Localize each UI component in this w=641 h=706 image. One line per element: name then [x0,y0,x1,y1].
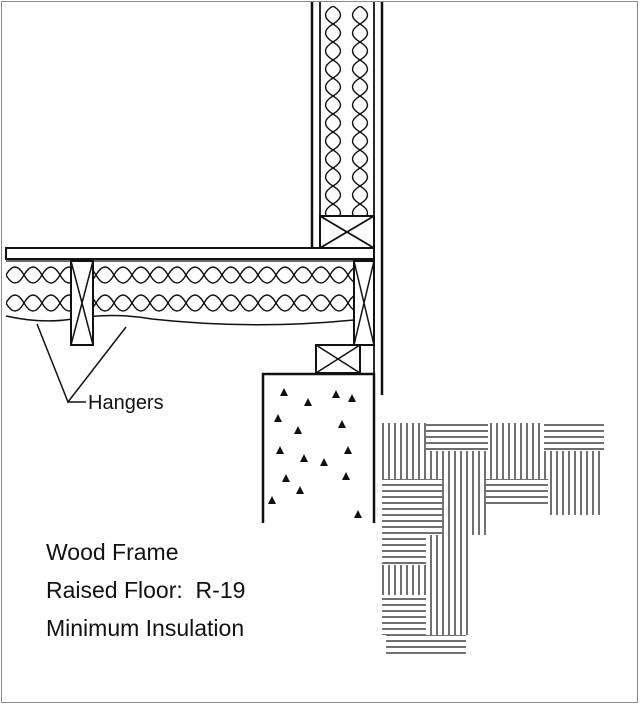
caption-wood-frame: Wood Frame [46,539,179,565]
floor-insulation [6,262,354,316]
aggregate-marks [268,388,362,518]
caption-minimum-insulation: Minimum Insulation [46,615,245,641]
wall-insulation [321,6,373,216]
subfloor [5,247,375,260]
hangers-label: Hangers [88,392,164,414]
hangers-leaders [36,323,127,404]
soil-hatch [382,423,604,655]
concrete-foundation [261,372,376,523]
caption-raised-floor-r-value: Raised Floor: R-19 [46,577,246,603]
floor-assembly [5,247,375,374]
